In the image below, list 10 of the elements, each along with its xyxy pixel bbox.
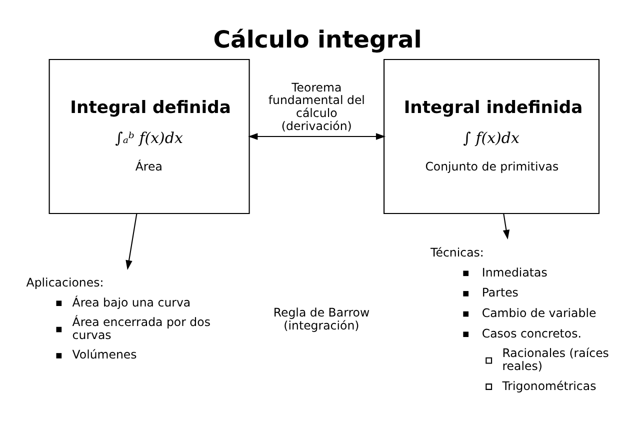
edge-label: Teorema fundamental del cálculo (derivación)	[268, 80, 365, 133]
arrow	[248, 133, 386, 140]
diagram-title: Cálculo integral	[213, 25, 422, 54]
arrow	[126, 214, 138, 270]
arrow	[502, 214, 510, 240]
label: Regla de Barrow (integración)	[273, 305, 370, 332]
node-text: Técnicas: Inmediatas Partes Cambio de variable Casos concretos. Racionales (raíces reales) Trigonométricas	[430, 246, 609, 393]
node-box: Integral definida ∫ₐᵇ f(x)dx Área	[48, 58, 250, 214]
node-text: Aplicaciones: Área bajo una curva Área encerrada por dos curvas Volúmenes	[26, 276, 210, 362]
node-box: Integral indefinida ∫ f(x)dx Conjunto de primitivas	[384, 58, 600, 214]
